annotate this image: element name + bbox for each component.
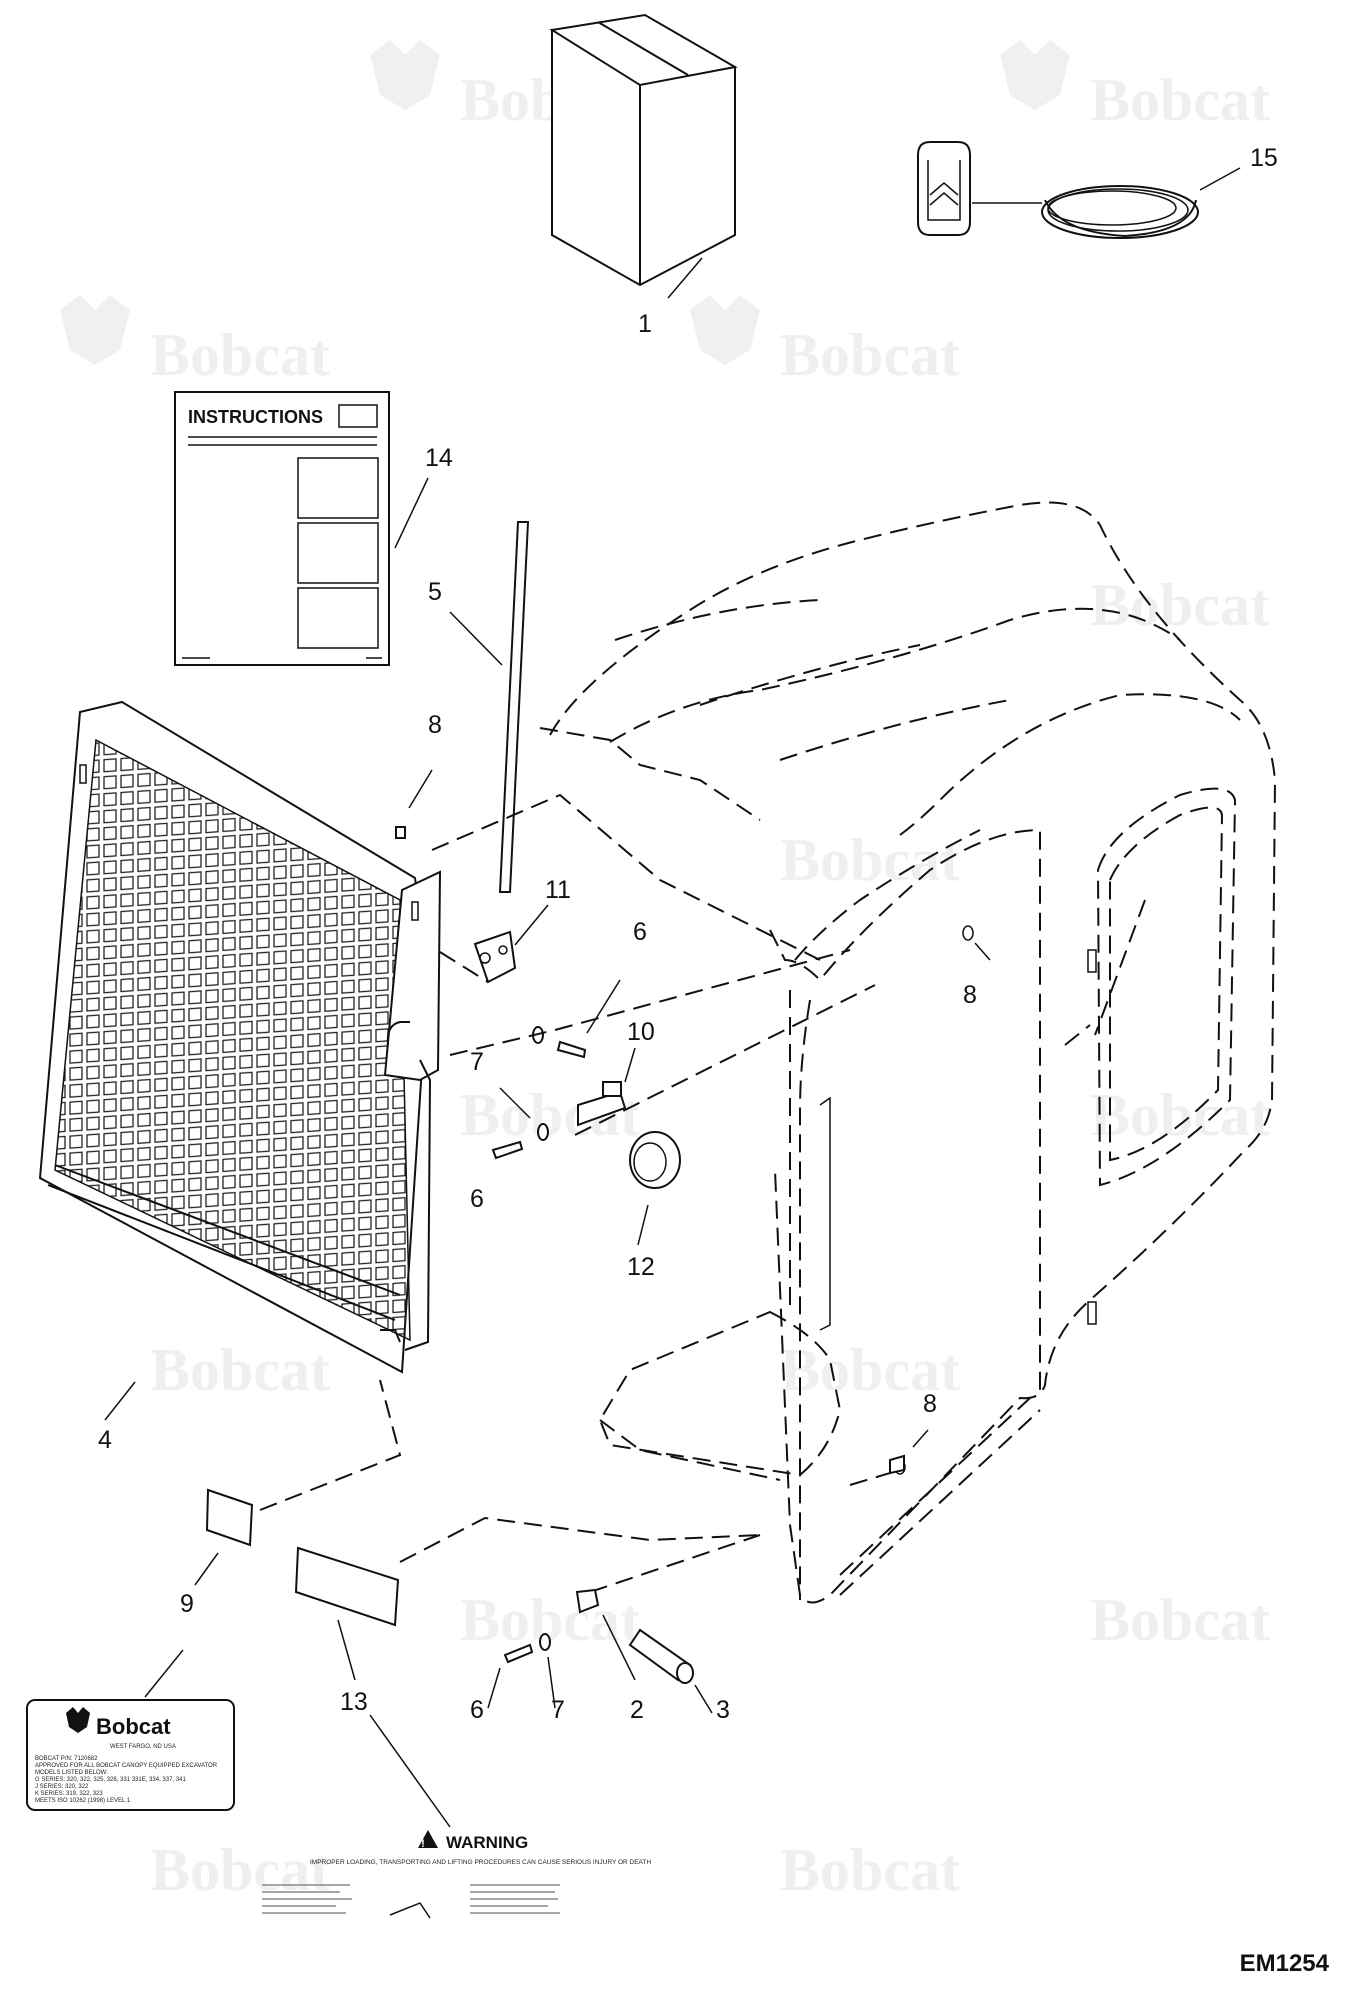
callout-6: 6 xyxy=(470,1696,484,1724)
callout-6: 6 xyxy=(633,918,647,946)
callout-2: 2 xyxy=(630,1696,644,1724)
callout-8: 8 xyxy=(923,1390,937,1418)
svg-text:!: ! xyxy=(421,1838,425,1850)
watermark-text: Bobcat xyxy=(1090,1587,1270,1653)
part-cap-12 xyxy=(629,1131,681,1246)
watermark-text: Bobcat xyxy=(1090,67,1270,133)
callout-8: 8 xyxy=(963,981,977,1009)
callout-1: 1 xyxy=(638,310,652,338)
part-bolt-6-mid xyxy=(491,1140,524,1160)
callout-4: 4 xyxy=(98,1426,112,1454)
callout-14: 14 xyxy=(425,444,453,472)
callout-6: 6 xyxy=(470,1185,484,1213)
decal-9-line: MODELS LISTED BELOW: xyxy=(35,1770,108,1776)
callout-11: 11 xyxy=(545,876,571,904)
decal-9-line: G SERIES: 320, 322, 325, 328, 331 331E, … xyxy=(35,1777,186,1783)
callout-7: 7 xyxy=(551,1696,565,1724)
part-seal-strip xyxy=(449,521,530,893)
watermark-text: Bobcat xyxy=(780,322,960,388)
watermark-text: Bobcat xyxy=(780,1337,960,1403)
part-washer-7-lower xyxy=(539,1633,556,1709)
watermark-text: Bobcat xyxy=(150,1337,330,1403)
part-bracket-11 xyxy=(473,904,549,984)
decal-9-line: APPROVED FOR ALL BOBCAT CANOPY EQUIPPED … xyxy=(35,1763,218,1769)
decal-9-brand: Bobcat xyxy=(96,1714,171,1739)
part-washer-7-mid xyxy=(499,1087,549,1141)
cab-outline xyxy=(259,501,1277,1604)
part-bolt-6-upper xyxy=(556,979,621,1059)
callout-9: 9 xyxy=(180,1590,194,1618)
callout-8: 8 xyxy=(428,711,442,739)
decal-9-line: K SERIES: 319, 322, 323 xyxy=(35,1791,103,1797)
part-box xyxy=(549,13,738,299)
part-bolt-8-right xyxy=(974,942,991,961)
watermark-text: Bobcat xyxy=(150,1837,330,1903)
instructions-title: INSTRUCTIONS xyxy=(188,407,323,427)
part-clip-2 xyxy=(575,1588,636,1681)
callout-15: 15 xyxy=(1250,144,1278,172)
part-pin-3 xyxy=(628,1628,713,1714)
decal-13-subheading: IMPROPER LOADING, TRANSPORTING AND LIFTI… xyxy=(310,1859,651,1866)
decal-9-line: BOBCAT P/N: 7120682 xyxy=(35,1756,98,1762)
part-bolt-8-top xyxy=(395,769,433,839)
part-bolt-6-lower xyxy=(487,1643,534,1709)
watermark-text: Bobcat xyxy=(1090,1082,1270,1148)
callout-5: 5 xyxy=(428,578,442,606)
part-bolt-8-lower xyxy=(889,1429,929,1475)
drawing-id: EM1254 xyxy=(1239,1950,1329,1977)
part-decal-9-small xyxy=(194,1488,254,1586)
watermark-text: Bobcat xyxy=(780,1837,960,1903)
decal-9-line: J SERIES: 320, 322 xyxy=(35,1784,89,1790)
part-latch-10 xyxy=(577,1047,636,1127)
part-front-screen xyxy=(38,700,442,1421)
watermark-text: Bobcat xyxy=(1090,572,1270,638)
callout-10: 10 xyxy=(627,1018,655,1046)
watermark-text: Bobcat xyxy=(150,322,330,388)
decal-9-certification-label: Bobcat WEST FARGO, ND USA BOBCAT P/N: 71… xyxy=(26,1649,235,1811)
decal-13-warning-label: ! WARNING IMPROPER LOADING, TRANSPORTING… xyxy=(262,1714,651,1919)
callout-12: 12 xyxy=(627,1253,655,1281)
callout-3: 3 xyxy=(716,1696,730,1724)
callout-13: 13 xyxy=(340,1688,368,1716)
part-instructions-manual: INSTRUCTIONS xyxy=(174,391,429,666)
callout-labels: 1 2 3 4 5 6 6 6 7 7 8 8 8 9 10 11 12 13 … xyxy=(98,144,1278,1724)
decal-9-location: WEST FARGO, ND USA xyxy=(110,1744,176,1750)
decal-13-heading: WARNING xyxy=(446,1833,528,1852)
callout-7: 7 xyxy=(470,1048,484,1076)
part-decal-13-strip xyxy=(294,1546,400,1681)
part-edge-trim xyxy=(917,141,1241,239)
decal-9-line: MEETS ISO 10262 (1998) LEVEL 1 xyxy=(35,1798,131,1804)
watermark-text: Bobcat xyxy=(780,827,960,893)
